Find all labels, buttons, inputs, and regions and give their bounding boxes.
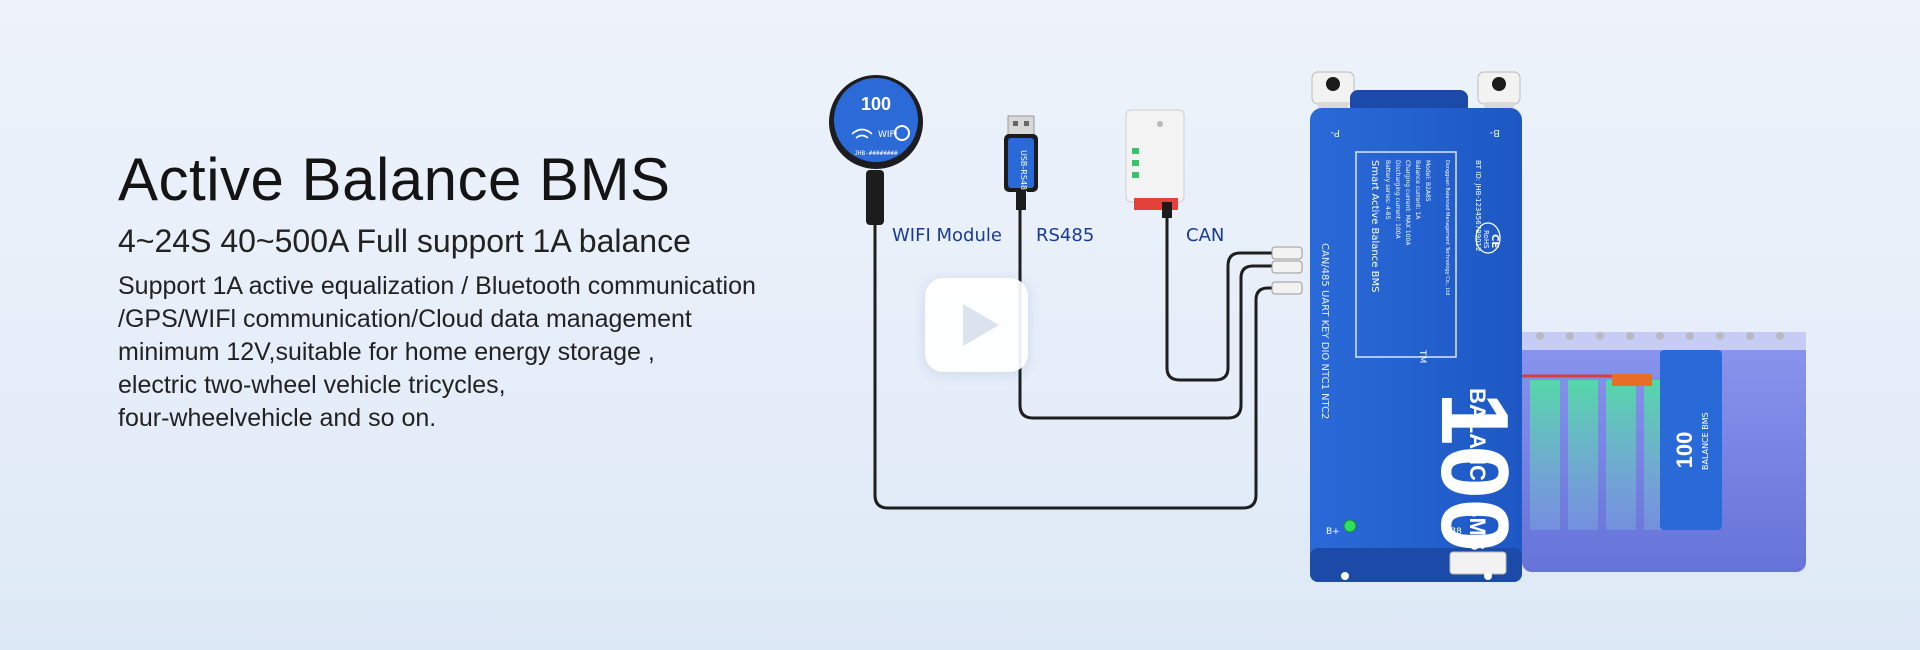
video-play-button[interactable] (925, 278, 1028, 372)
page-subtitle: 4~24S 40~500A Full support 1A balance (118, 223, 691, 259)
wifi-module-device: 100 WIFI JHB-######## (829, 75, 923, 225)
ce-mark: CE (1489, 234, 1500, 248)
can-cable (1165, 215, 1302, 382)
status-led-icon (1343, 519, 1357, 533)
spec-line: Discharging current: 100A (1394, 160, 1401, 240)
wifi-puck-id: JHB-######## (854, 150, 898, 157)
can-label: CAN (1186, 225, 1225, 246)
spec-line: Model: B2A8S (1424, 160, 1431, 202)
usb-rs485-device: USB-RS485 (1004, 115, 1038, 210)
bms-unit: P- B- CAN/485 UART KEY DIO NTC1 NTC2 Sma… (1310, 71, 1528, 582)
spec-line: Balance current: 1A (1414, 160, 1421, 220)
b8-label: B8 (1450, 527, 1462, 537)
rs485-label: RS485 (1036, 225, 1095, 246)
battery-logo: 100 (1672, 432, 1697, 469)
hero-copy: Active Balance BMS 4~24S 40~500A Full su… (118, 148, 818, 435)
bms-logo: 100 (1421, 392, 1528, 552)
trademark: TM (1417, 349, 1427, 363)
page-title: Active Balance BMS (118, 146, 671, 213)
bms-brand: BALANCE BMS (1465, 388, 1490, 551)
wifi-icon (851, 128, 873, 139)
battery-brand: BALANCE BMS (1701, 412, 1710, 470)
port-b-label: B- (1489, 127, 1500, 138)
wifi-cable (873, 215, 1302, 510)
wifi-module-label: WIFI Module (892, 225, 1002, 246)
feature-line: minimum 12V,suitable for home energy sto… (118, 338, 655, 366)
feature-line: /GPS/WIFl communication/Cloud data manag… (118, 305, 692, 333)
feature-line: Support 1A active equalization / Bluetoo… (118, 272, 756, 300)
b0-label: B0 (1497, 527, 1509, 537)
cables (873, 195, 1302, 510)
power-icon (894, 125, 910, 141)
wifi-puck-label: WIFI (878, 130, 897, 140)
bplus-label: B+ (1326, 527, 1340, 537)
port-p-label: P- (1330, 127, 1340, 138)
rs485-cable (1018, 195, 1302, 420)
spec-line: Charging current: MAX 100A (1404, 160, 1411, 246)
spec-label-box (1355, 151, 1457, 358)
feature-line: four-wheelvehicle and so on. (118, 404, 437, 432)
battery-cells (1530, 380, 1664, 530)
rohs-mark: RoHS (1482, 230, 1490, 249)
battery-pack: 100 BALANCE BMS (1522, 332, 1806, 572)
cable-connectors (1271, 246, 1303, 295)
feature-line: electric two-wheel vehicle tricycles, (118, 371, 506, 399)
rohs-badge (1475, 222, 1501, 254)
spec-bt-id: BT ID: JHB-123456789012 (1474, 160, 1482, 251)
side-port-labels: CAN/485 UART KEY DIO NTC1 NTC2 (1319, 243, 1330, 419)
spec-line: Battery series: 4-8S (1384, 160, 1391, 220)
spec-label-title: Smart Active Balance BMS (1369, 160, 1380, 292)
play-icon (963, 304, 999, 346)
wifi-puck-logo: 100 (861, 94, 891, 114)
spec-company: Dongguan Balanced Management Technology … (1444, 160, 1450, 295)
can-module-device (1125, 109, 1185, 218)
usb-label: USB-RS485 (1019, 150, 1028, 195)
